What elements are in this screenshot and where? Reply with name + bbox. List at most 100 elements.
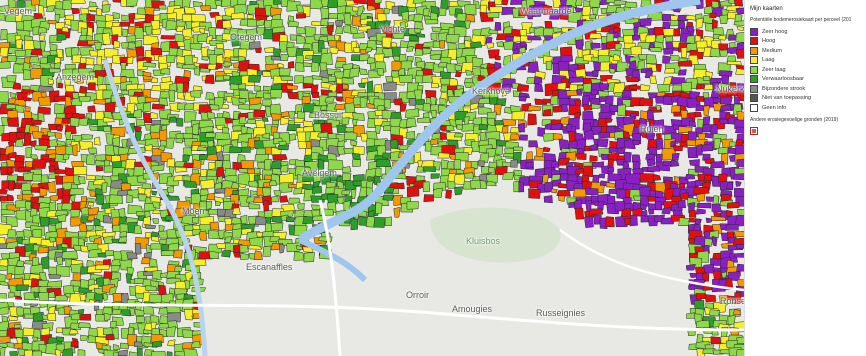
parcel[interactable]: [38, 34, 46, 41]
parcel[interactable]: [712, 195, 720, 205]
parcel[interactable]: [438, 7, 447, 16]
parcel[interactable]: [160, 249, 175, 257]
parcel[interactable]: [464, 3, 477, 16]
parcel[interactable]: [111, 308, 122, 316]
parcel[interactable]: [709, 47, 720, 58]
parcel[interactable]: [30, 119, 42, 125]
parcel[interactable]: [649, 75, 657, 85]
parcel[interactable]: [47, 180, 56, 194]
parcel[interactable]: [574, 7, 584, 12]
parcel[interactable]: [287, 20, 299, 28]
parcel[interactable]: [502, 118, 517, 126]
parcel[interactable]: [168, 90, 176, 103]
parcel[interactable]: [288, 197, 301, 204]
parcel[interactable]: [273, 48, 281, 58]
parcel[interactable]: [233, 3, 248, 15]
parcel[interactable]: [568, 76, 584, 84]
parcel[interactable]: [405, 130, 416, 139]
parcel[interactable]: [528, 140, 539, 148]
parcel[interactable]: [151, 190, 158, 196]
parcel[interactable]: [550, 161, 560, 168]
parcel[interactable]: [312, 172, 322, 184]
parcel[interactable]: [556, 82, 567, 91]
parcel[interactable]: [296, 34, 306, 44]
parcel[interactable]: [246, 118, 257, 125]
parcel[interactable]: [238, 83, 247, 90]
parcel[interactable]: [119, 342, 130, 349]
parcel[interactable]: [464, 20, 471, 29]
parcel[interactable]: [736, 25, 744, 31]
parcel[interactable]: [293, 187, 303, 195]
parcel[interactable]: [704, 238, 713, 247]
parcel[interactable]: [183, 147, 192, 156]
parcel[interactable]: [64, 231, 80, 238]
parcel[interactable]: [509, 127, 521, 134]
parcel[interactable]: [734, 168, 744, 175]
parcel[interactable]: [102, 117, 115, 123]
parcel[interactable]: [199, 28, 206, 34]
parcel[interactable]: [631, 34, 641, 41]
parcel[interactable]: [359, 96, 368, 108]
parcel[interactable]: [465, 69, 473, 76]
parcel[interactable]: [189, 43, 203, 50]
parcel[interactable]: [681, 81, 692, 93]
parcel[interactable]: [591, 70, 600, 77]
parcel[interactable]: [296, 13, 307, 19]
parcel[interactable]: [6, 166, 14, 174]
parcel[interactable]: [87, 82, 96, 91]
parcel[interactable]: [470, 179, 482, 189]
parcel[interactable]: [190, 340, 201, 349]
parcel[interactable]: [542, 173, 549, 183]
parcel[interactable]: [0, 47, 9, 57]
parcel[interactable]: [736, 111, 744, 121]
parcel[interactable]: [172, 249, 183, 259]
parcel[interactable]: [142, 102, 152, 113]
parcel[interactable]: [53, 56, 62, 65]
parcel[interactable]: [103, 312, 111, 321]
parcel[interactable]: [151, 236, 159, 242]
parcel[interactable]: [207, 63, 218, 70]
parcel[interactable]: [167, 339, 176, 347]
parcel[interactable]: [183, 180, 198, 188]
parcel[interactable]: [247, 75, 262, 83]
parcel[interactable]: [0, 61, 11, 69]
parcel[interactable]: [518, 181, 525, 193]
parcel[interactable]: [150, 111, 159, 119]
parcel[interactable]: [57, 82, 64, 89]
parcel[interactable]: [278, 243, 286, 254]
parcel[interactable]: [320, 52, 333, 66]
parcel[interactable]: [55, 336, 64, 343]
parcel[interactable]: [216, 151, 224, 161]
parcel[interactable]: [126, 194, 133, 204]
parcel[interactable]: [263, 199, 269, 212]
parcel[interactable]: [352, 112, 365, 121]
parcel[interactable]: [73, 166, 88, 175]
parcel[interactable]: [688, 159, 700, 167]
parcel[interactable]: [238, 98, 247, 104]
parcel[interactable]: [649, 47, 662, 53]
parcel[interactable]: [485, 42, 494, 49]
parcel[interactable]: [352, 159, 362, 167]
parcel[interactable]: [617, 104, 627, 117]
parcel[interactable]: [73, 244, 83, 252]
parcel[interactable]: [302, 103, 316, 113]
parcel[interactable]: [503, 106, 513, 114]
parcel[interactable]: [159, 67, 171, 75]
parcel[interactable]: [47, 78, 55, 85]
parcel[interactable]: [662, 28, 675, 36]
parcel[interactable]: [301, 95, 311, 105]
parcel[interactable]: [134, 125, 142, 133]
parcel[interactable]: [367, 4, 376, 11]
parcel[interactable]: [215, 62, 223, 70]
parcel[interactable]: [350, 218, 358, 231]
parcel[interactable]: [574, 207, 585, 220]
parcel[interactable]: [55, 125, 64, 132]
parcel[interactable]: [585, 187, 599, 196]
parcel[interactable]: [605, 182, 616, 188]
parcel[interactable]: [488, 167, 496, 174]
parcel[interactable]: [318, 236, 333, 242]
parcel[interactable]: [183, 348, 198, 356]
parcel[interactable]: [375, 124, 381, 134]
parcel[interactable]: [726, 60, 742, 66]
parcel[interactable]: [128, 351, 139, 356]
